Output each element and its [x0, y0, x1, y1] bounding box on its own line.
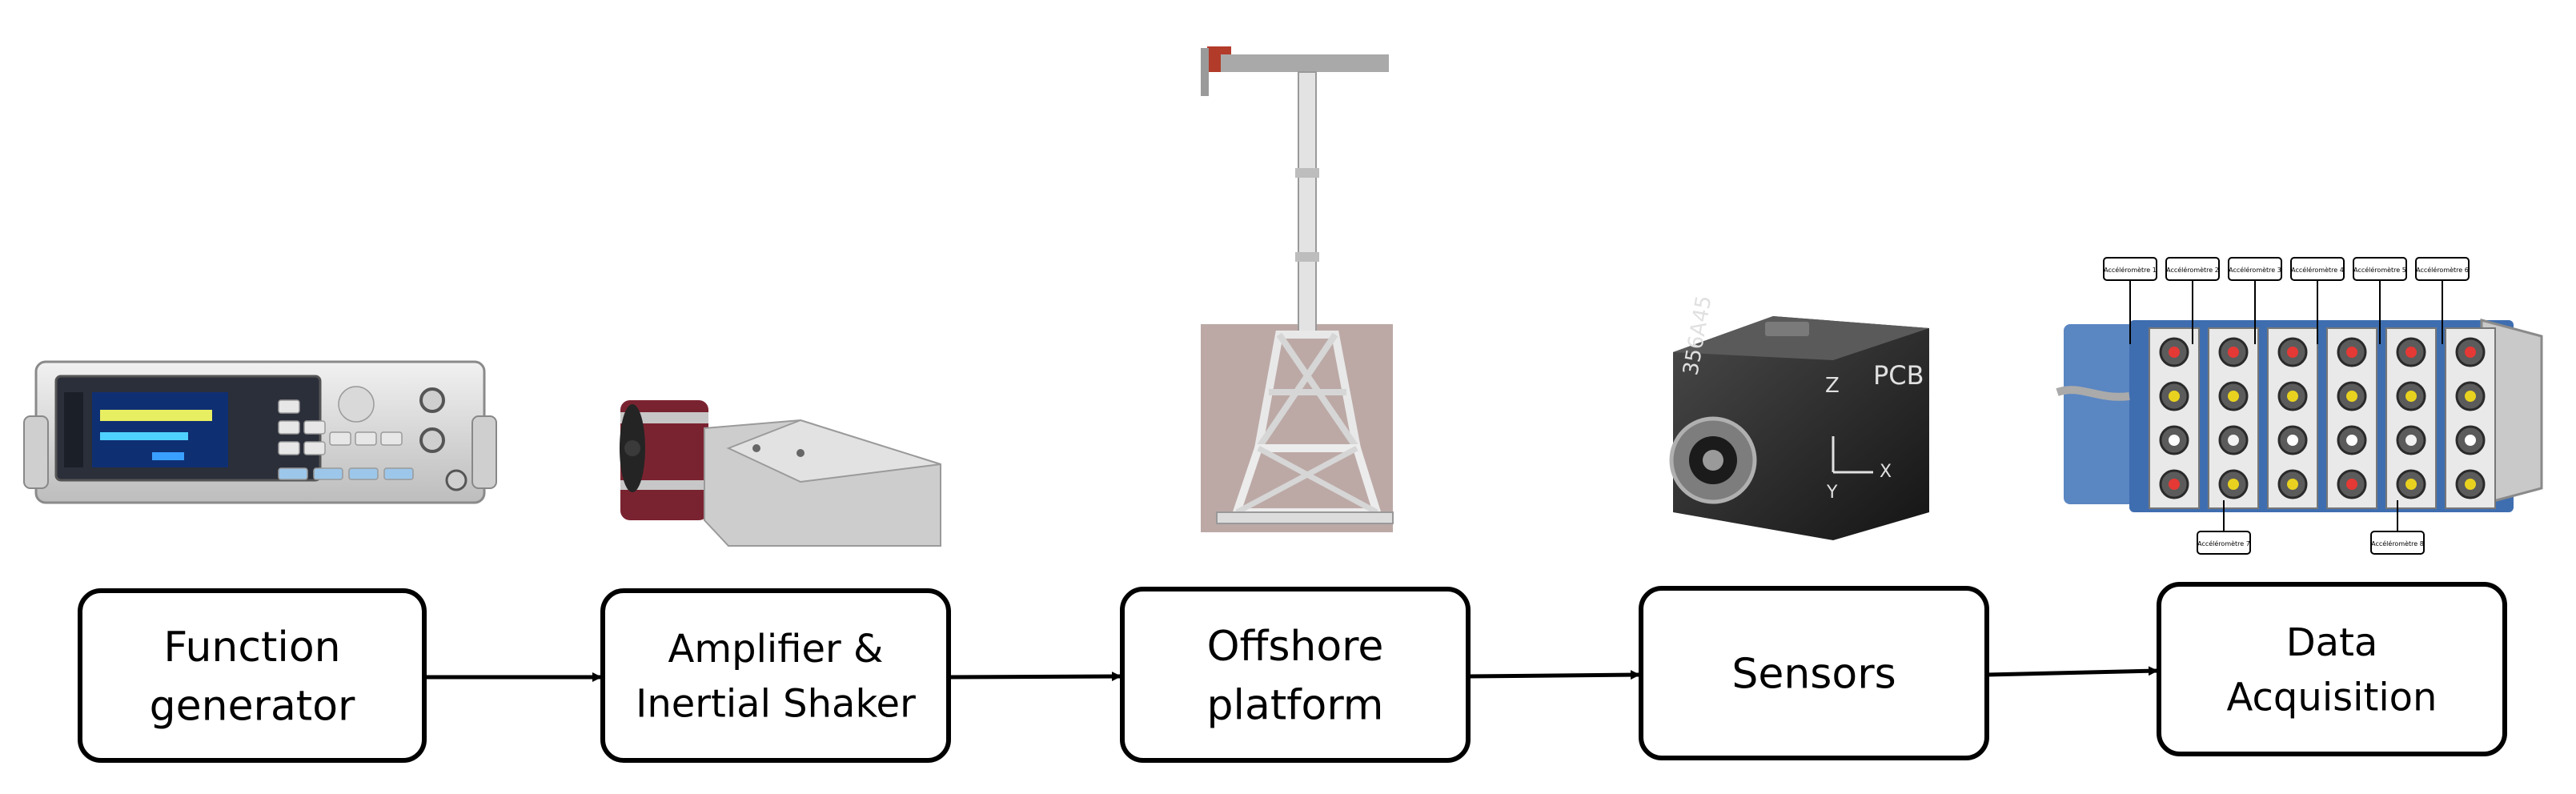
daq-channel-label: Accéléromètre 5 [2353, 257, 2407, 344]
node-label-line: Data [2286, 620, 2378, 665]
cable-plug [2169, 391, 2180, 402]
daq-channel-text: Accéléromètre 7 [2197, 539, 2250, 547]
node-label-line: Amplifier & [668, 627, 884, 672]
flow-arrow [1986, 666, 2158, 677]
daq-channel-text: Accéléromètre 3 [2229, 266, 2281, 274]
node-label-line: generator [150, 683, 355, 731]
daq-channel-label: Accéléromètre 8 [2370, 500, 2425, 555]
daq-channel-label: Accéléromètre 6 [2415, 257, 2470, 344]
sensor-axis-x: X [1880, 462, 1892, 482]
daq-channel-label: Accéléromètre 1 [2103, 257, 2157, 344]
flow-arrows [424, 666, 2158, 682]
accelerometer-image: 356A45 PCB Z Y X [1669, 294, 1929, 540]
function-generator-image [23, 360, 497, 504]
node-function-generator: Function generator [78, 588, 427, 763]
cable-plug [2287, 347, 2298, 358]
daq-channel-text: Accéléromètre 6 [2416, 266, 2469, 274]
node-box [1120, 587, 1471, 763]
cable-plug [2228, 391, 2239, 402]
flow-boxes: Function generator Amplifier & Inertial Sha… [78, 582, 2507, 763]
sensor-axis-y: Y [1826, 483, 1838, 503]
node-label-line: platform [1207, 682, 1384, 730]
node-label-line: Offshore [1207, 623, 1384, 671]
cable-plug [2287, 435, 2298, 446]
cable-plug [2287, 479, 2298, 490]
sensor-axis-z: Z [1825, 374, 1840, 398]
cable-plug [2405, 479, 2417, 490]
daq-chassis-image [2056, 319, 2543, 512]
daq-channel-label: Accéléromètre 4 [2290, 257, 2345, 344]
cable-plug [2405, 347, 2417, 358]
cable-plug [2346, 479, 2357, 490]
cable-plug [2405, 435, 2417, 446]
daq-channel-label: Accéléromètre 7 [2197, 500, 2251, 555]
daq-channel-text: Accéléromètre 8 [2371, 539, 2424, 547]
daq-channel-text: Accéléromètre 4 [2291, 266, 2344, 274]
cable-plug [2287, 391, 2298, 402]
daq-channel-label: Accéléromètre 3 [2228, 257, 2282, 344]
node-label-line: Function [163, 624, 340, 672]
inertial-shaker-image [620, 400, 941, 547]
cable-plug [2169, 479, 2180, 490]
cable-plug [2346, 391, 2357, 402]
cable-plug [2465, 347, 2476, 358]
flow-arrow [948, 672, 1121, 682]
daq-channel-text: Accéléromètre 2 [2166, 266, 2219, 274]
cable-plug [2465, 435, 2476, 446]
cable-plug [2228, 435, 2239, 446]
cable-plug [2405, 391, 2417, 402]
node-box [78, 588, 427, 763]
daq-channel-text: Accéléromètre 1 [2104, 266, 2157, 274]
cable-plug [2228, 479, 2239, 490]
cable-plug [2465, 479, 2476, 490]
daq-channel-label: Accéléromètre 2 [2165, 257, 2220, 344]
cable-plug [2346, 435, 2357, 446]
daq-labels: Accéléromètre 1 Accéléromètre 2 Accéléromè… [2103, 257, 2470, 555]
flow-arrow [1467, 670, 1640, 680]
daq-channel-text: Accéléromètre 5 [2353, 266, 2406, 274]
node-sensors: Sensors [1639, 586, 1989, 760]
cable-plug [2169, 347, 2180, 358]
node-offshore-platform: Offshore platform [1120, 587, 1471, 763]
node-box [2157, 582, 2507, 756]
cable-plug [2169, 435, 2180, 446]
node-label-line: Inertial Shaker [636, 681, 916, 726]
node-amplifier-inertial-shaker: Amplifier & Inertial Shaker [600, 588, 951, 763]
node-label-line: Sensors [1731, 651, 1896, 699]
cable-plug [2346, 347, 2357, 358]
node-box [600, 588, 951, 763]
cable-plug [2465, 391, 2476, 402]
offshore-platform-image [1201, 46, 1394, 532]
node-label-line: Acquisition [2227, 675, 2438, 720]
sensor-brand-text: PCB [1873, 360, 1924, 391]
cable-plug [2228, 347, 2239, 358]
